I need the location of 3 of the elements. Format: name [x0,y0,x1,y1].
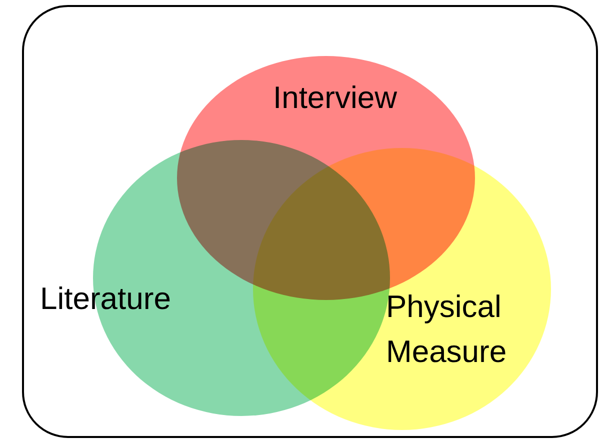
venn-circle [253,148,551,430]
circle-label: Interview [272,79,398,117]
circle-label: Physical Measure [386,288,508,371]
